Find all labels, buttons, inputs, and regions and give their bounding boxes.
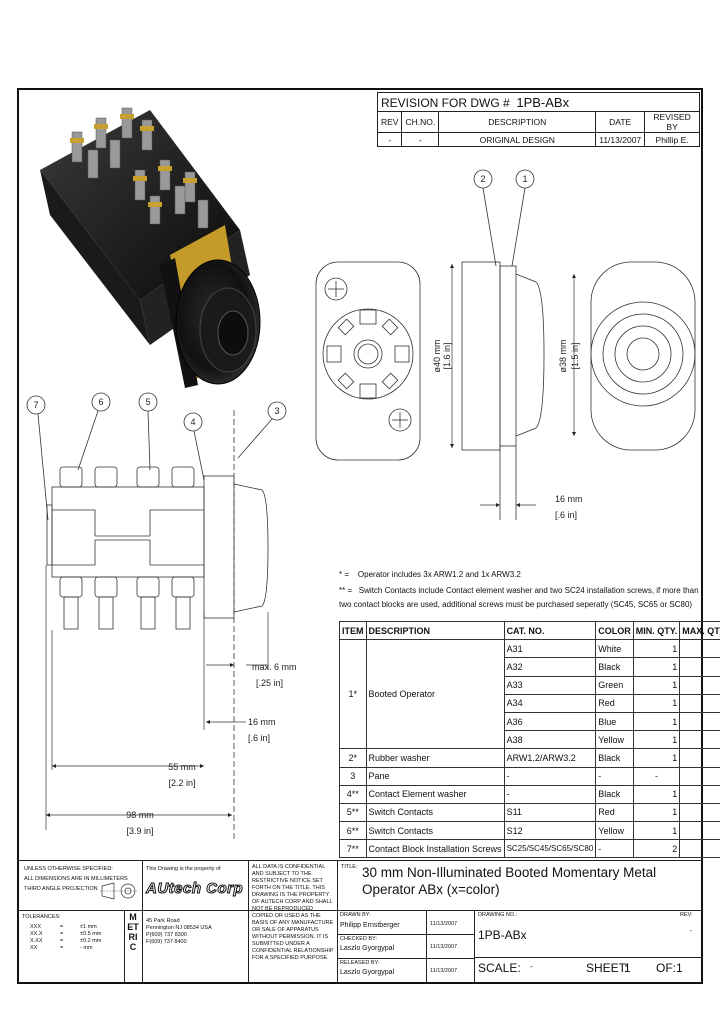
side-view [46, 410, 269, 840]
profile-view [461, 261, 545, 520]
note-2: ** = Switch Contacts include Contact ele… [339, 586, 699, 595]
balloon-5: 5 [145, 397, 150, 407]
button-view [590, 261, 696, 451]
balloon-2: 2 [480, 174, 485, 184]
note-3: two contact blocks are used, additional … [339, 600, 693, 609]
tb-tolerances-label: TOLERANCES: [22, 914, 61, 920]
front-view [315, 261, 421, 461]
balloon-3: 3 [274, 406, 279, 416]
tb-scale: - [530, 962, 533, 971]
tb-drawing-no: 1PB-ABx [478, 928, 527, 942]
bom-header-max: MAX. QTY. [679, 620, 720, 641]
dim-panel-mm: 16 mm [248, 717, 276, 727]
dim-height-in: [1.6 in] [442, 342, 452, 369]
dim-max-in: [.25 in] [256, 678, 283, 688]
bom-row: A36 Blue 1 1 [340, 711, 720, 732]
tb-dims-in: ALL DIMENSIONS ARE IN MILLIMETERS [24, 876, 128, 882]
isometric-3d-view [40, 107, 261, 388]
bill-of-materials: ITEM DESCRIPTION CAT. NO. COLOR MIN. QTY… [339, 620, 720, 859]
balloon-callouts [26, 169, 535, 521]
tb-tolerances: XXX=±1 mm XX.X=±0.5 mm X.XX=±0.2 mm XX=-… [30, 924, 102, 951]
revision-table: REVISION FOR DWG # 1PB-ABx REV CH.NO. DE… [376, 92, 700, 147]
tb-of-label: OF: [656, 961, 676, 975]
rev-value: - [376, 132, 403, 147]
dim-body-mm: 55 mm [168, 762, 196, 772]
dim-side-in: [.6 in] [555, 510, 577, 520]
tb-drawn-date: 11/13/2007 [430, 921, 458, 927]
bom-row: A32 Black 1 1 [340, 657, 720, 677]
tb-title-label: TITLE: [341, 864, 358, 870]
tb-scale-label: SCALE: [478, 961, 521, 975]
bom-header-item: ITEM [339, 620, 367, 641]
projection-symbol-icon [100, 882, 137, 900]
tb-drawn-by: Philipp Ernstberger [340, 922, 400, 929]
dim-max-mm: max. 6 mm [252, 662, 297, 672]
tb-third-angle: THIRD ANGLE PROJECTION [24, 886, 98, 892]
bom-header-color: COLOR [595, 620, 634, 641]
tb-released-by: Laszlo Gyorgypal [340, 969, 395, 976]
revised-by-value: Phillip E. [644, 132, 700, 147]
bom-header-cat: CAT. NO. [503, 620, 597, 641]
tb-rev-label: REV: [680, 912, 693, 918]
tb-drawn-label: DRAWN BY: [340, 912, 371, 918]
balloon-4: 4 [190, 417, 195, 427]
tb-metric: METRIC [127, 912, 139, 952]
drawing-sheet-border [17, 88, 703, 984]
date-header: DATE [595, 111, 646, 133]
bom-row: 1* Booted Operator A31 White 1 1 [339, 639, 720, 750]
dim-total-mm: 98 mm [126, 810, 154, 820]
bom-header-description: DESCRIPTION [365, 620, 505, 641]
tb-address: 45 Park Road Pennington NJ 08534 USA P(6… [146, 918, 212, 945]
dim-side-mm: 16 mm [555, 494, 583, 504]
tb-sheet: 1 [624, 961, 631, 975]
tb-released-date: 11/13/2007 [430, 968, 458, 974]
dimension-lines [45, 264, 577, 830]
balloon-7: 7 [33, 400, 38, 410]
bom-row: A38 Yellow 1 1 [340, 730, 720, 750]
tb-checked-label: CHECKED BY: [340, 936, 377, 942]
tb-unless: UNLESS OTHERWISE SPECIFIED: [24, 866, 113, 872]
bom-row: 5** Switch Contacts S11 Red 1 2 [339, 802, 720, 823]
tb-released-label: RELEASED BY: [340, 960, 380, 966]
bom-row: 6** Switch Contacts S12 Yellow 1 2 [339, 821, 720, 841]
dim-dia-mm: ø38 mm [558, 339, 568, 372]
bom-row: A34 Red 1 1 [340, 693, 720, 713]
drawing-title: 30 mm Non-Illuminated Booted Momentary M… [362, 865, 657, 897]
balloon-6: 6 [98, 397, 103, 407]
tb-drawing-no-label: DRAWING NO.: [478, 912, 518, 918]
date-value: 11/13/2007 [595, 132, 646, 147]
bom-header-min: MIN. QTY. [632, 620, 681, 641]
tb-copyright: This Drawing is the property of [146, 866, 221, 872]
dim-body-in: [2.2 in] [168, 778, 195, 788]
tb-confidential: ALL DATA IS CONFIDENTIAL AND SUBJECT TO … [252, 864, 334, 961]
bom-row: 2* Rubber washer ARW1.2/ARW3.2 Black 1 4 [339, 748, 720, 768]
bom-row: 7** Contact Block Installation Screws SC… [339, 839, 720, 859]
company-logo: AUtech Corp [145, 880, 244, 898]
dim-height-mm: ø40 mm [432, 339, 442, 372]
tb-checked-by: Laszlo Gyorgypal [340, 945, 395, 952]
tb-rev: - [690, 928, 693, 935]
tb-checked-date: 11/13/2007 [430, 944, 458, 950]
dim-total-in: [3.9 in] [126, 826, 153, 836]
note-1: * = Operator includes 3x ARW1.2 and 1x A… [339, 570, 521, 579]
tb-of: 1 [676, 961, 683, 975]
bom-row: 4** Contact Element washer - Black 1 2 [339, 784, 720, 804]
tb-sheet-label: SHEET: [586, 961, 629, 975]
description-value: ORIGINAL DESIGN [438, 132, 597, 147]
balloon-1: 1 [522, 174, 527, 184]
dim-dia-in: [1.5 in] [570, 342, 580, 369]
dim-panel-in: [.6 in] [248, 733, 270, 743]
bom-row: 3 Pane - - - - [339, 766, 720, 786]
